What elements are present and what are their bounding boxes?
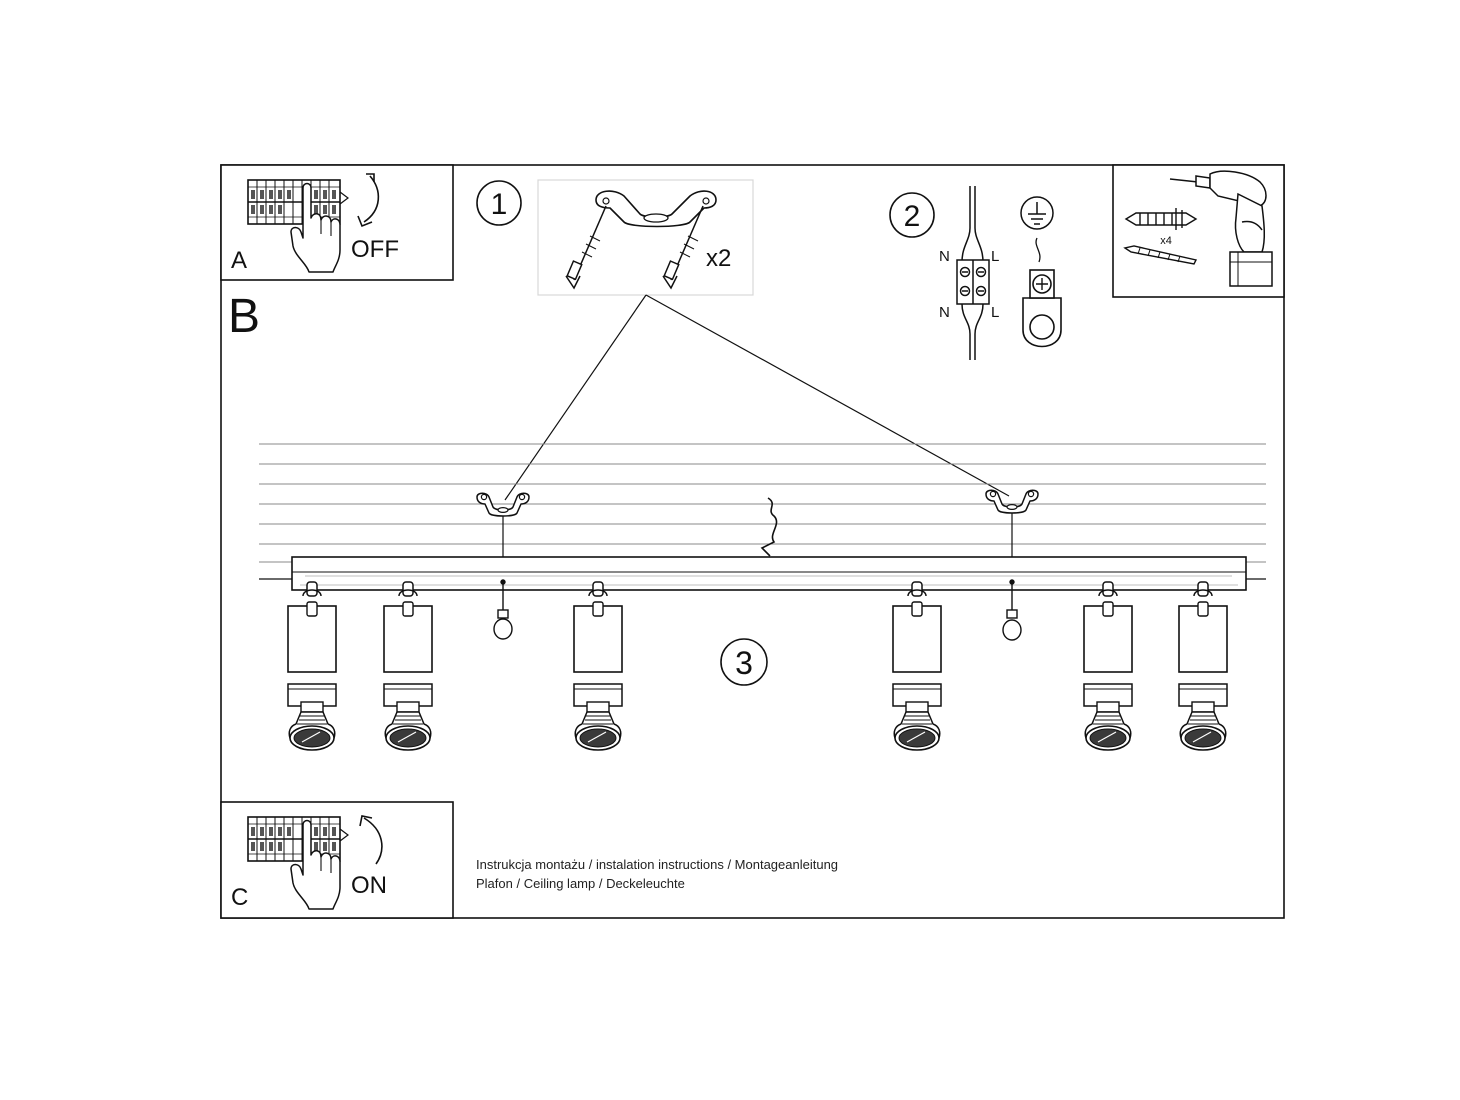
tools-box: x4 xyxy=(1112,164,1285,298)
switch-on-label: ON xyxy=(351,872,387,899)
dowel-quantity: x4 xyxy=(1160,235,1172,247)
lamp-rail xyxy=(291,556,1247,591)
step-1-number: 1 xyxy=(491,188,508,221)
ceiling-bracket-icon xyxy=(595,190,717,228)
spotlight-icon xyxy=(892,581,942,751)
breaker-panel-icon xyxy=(247,816,349,862)
panel-b-letter: B xyxy=(228,290,260,343)
spotlight-icon xyxy=(287,581,337,751)
caption-instructions: Instrukcja montażu / instalation instruc… xyxy=(476,857,839,872)
step-2-wiring: 2 N L N L xyxy=(889,186,1062,360)
spotlight-icon xyxy=(383,581,433,751)
step-1-bracket-mounting: 1 x2 xyxy=(476,179,1010,501)
mounting-screw xyxy=(493,579,513,640)
ceiling-lines xyxy=(259,443,1266,563)
step-3-lamp-assembly: 3 xyxy=(720,638,768,686)
switch-off-label: OFF xyxy=(351,236,399,263)
spotlight-icon xyxy=(1178,581,1228,751)
step-2-number: 2 xyxy=(904,200,921,233)
breaker-panel-icon xyxy=(247,179,349,225)
ceiling-bracket-icon xyxy=(985,489,1039,514)
terminal-block-icon xyxy=(956,186,990,360)
bracket-quantity: x2 xyxy=(706,245,731,272)
curved-arrow-icon xyxy=(357,173,380,228)
caption-product: Plafon / Ceiling lamp / Deckeleuchte xyxy=(476,876,685,891)
wire-label-l-top: L xyxy=(991,248,999,265)
screw-icon xyxy=(1123,245,1198,265)
drill-icon xyxy=(1169,170,1273,287)
wall-plug-icon xyxy=(1124,208,1198,230)
screw-icon xyxy=(565,205,607,290)
screw-icon xyxy=(662,205,704,290)
spotlight-icon xyxy=(1083,581,1133,751)
outer-frame xyxy=(220,164,1285,919)
mounting-screw xyxy=(1002,579,1022,641)
panel-a-power-off: OFF A xyxy=(220,164,454,281)
spotlight-icon xyxy=(573,581,623,751)
ground-terminal-icon xyxy=(1022,269,1062,348)
ground-symbol-icon xyxy=(1020,196,1054,230)
panel-a-letter: A xyxy=(231,247,247,274)
wire-label-l-bottom: L xyxy=(991,304,999,321)
wire-label-n-top: N xyxy=(939,248,950,265)
curved-arrow-icon xyxy=(359,815,383,865)
panel-c-letter: C xyxy=(231,884,248,911)
ceiling-bracket-icon xyxy=(476,492,530,517)
panel-c-power-on: ON C xyxy=(220,801,454,919)
power-cable xyxy=(760,497,778,557)
step-3-number: 3 xyxy=(735,645,753,681)
wire-label-n-bottom: N xyxy=(939,304,950,321)
